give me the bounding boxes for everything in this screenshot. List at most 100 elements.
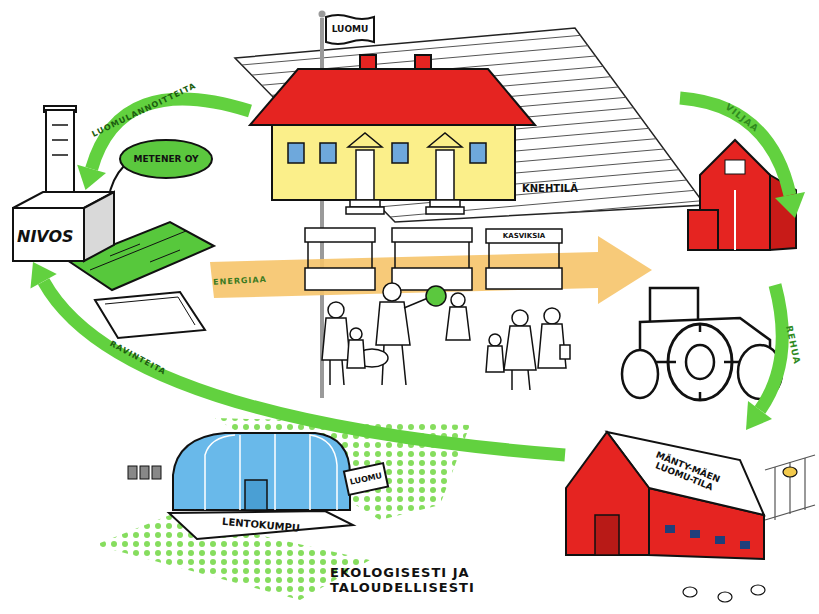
flag: LUOMU — [325, 12, 375, 46]
feed-arrow — [746, 285, 782, 430]
organic-farm-barn-shape — [665, 525, 675, 533]
fence — [774, 467, 775, 520]
people — [486, 346, 504, 372]
people — [451, 293, 465, 307]
people — [322, 283, 570, 390]
feed-arrow — [746, 401, 772, 430]
market-stall-shape — [486, 268, 562, 289]
field — [230, 211, 710, 253]
caption: EKOLOGISESTI JA TALOUDELLISESTI — [330, 566, 520, 596]
farmhouse-shape — [346, 207, 384, 214]
flow-arrow — [77, 99, 250, 190]
node-label: KASVIKSIA — [503, 232, 545, 240]
organic-farm-barn-shape — [740, 541, 750, 549]
pit — [95, 292, 205, 338]
people — [504, 326, 536, 370]
node-label: METENER OY — [134, 154, 199, 164]
chickens — [683, 587, 697, 597]
greenhouse-shape — [239, 435, 241, 510]
barrels — [128, 466, 161, 479]
node-label: LUOMU — [332, 24, 369, 34]
barrels — [128, 466, 137, 479]
sign-shape — [344, 463, 388, 495]
market-stall — [392, 228, 472, 290]
organic-farm-barn-shape — [715, 536, 725, 544]
people — [512, 310, 528, 326]
grain-arrow — [680, 98, 790, 195]
farmhouse-shape — [288, 143, 304, 163]
farmhouse: KNEHTILÄ — [250, 55, 595, 215]
people — [489, 334, 501, 346]
chickens — [751, 585, 765, 595]
farmhouse-shape — [320, 143, 336, 163]
farmhouse-shape — [436, 150, 454, 200]
barrels — [140, 466, 149, 479]
field — [230, 24, 710, 66]
grain-arrow — [775, 192, 805, 218]
node-label: NIVOS — [17, 228, 74, 246]
tractor — [724, 361, 732, 364]
arrow-head — [30, 262, 56, 289]
people — [511, 370, 513, 390]
greenhouse-shape — [169, 511, 353, 539]
greenhouse-shape — [310, 435, 337, 510]
farmhouse-shape — [426, 207, 464, 214]
plant-building: NIVOS — [12, 190, 117, 262]
farmhouse-shape — [470, 143, 486, 163]
fence — [765, 455, 815, 520]
arrow-line — [92, 99, 250, 169]
flow-arrow — [30, 262, 565, 455]
market-stall — [305, 228, 375, 242]
people — [347, 340, 365, 368]
people — [322, 318, 350, 360]
farmhouse-shape — [356, 150, 374, 200]
plant-building-shape — [12, 190, 117, 262]
market-stall — [305, 268, 375, 290]
pit — [105, 297, 195, 325]
people — [402, 345, 406, 385]
greenhouse-shape — [245, 480, 267, 510]
flag-pole — [319, 11, 326, 18]
people — [342, 360, 344, 385]
farmhouse-shape — [350, 200, 380, 207]
people — [404, 298, 428, 308]
market-stall: KASVIKSIA — [485, 228, 563, 290]
chimney — [44, 106, 76, 192]
chimney — [52, 124, 68, 126]
barrels — [152, 466, 161, 479]
company-oval: METENER OY — [118, 138, 214, 180]
chimney — [52, 154, 68, 156]
flow-label: VILJAA — [723, 102, 760, 134]
greenhouse-shape — [173, 433, 350, 510]
fence — [804, 458, 805, 510]
tractor — [686, 345, 714, 379]
people — [560, 345, 570, 359]
tractor — [699, 392, 702, 400]
people — [350, 328, 362, 340]
arrow-line — [44, 281, 565, 455]
chickens — [783, 467, 797, 477]
organic-farm-barn-shape — [566, 432, 649, 555]
field — [235, 28, 705, 222]
chickens — [718, 592, 732, 602]
greenhouse: LENTOKUMPU — [165, 425, 355, 545]
farmhouse-shape — [428, 133, 462, 147]
organic-farm-barn: MÄNTY-MÄEN LUOMU-TILA — [565, 410, 765, 560]
farmhouse-shape — [348, 133, 382, 147]
organic-farm-barn-shape — [595, 515, 619, 555]
plant-building-shape — [13, 208, 84, 261]
farmhouse-shape — [430, 200, 460, 207]
tractor — [699, 324, 702, 332]
chimney — [52, 139, 68, 141]
tractor — [668, 361, 676, 364]
market-stall-shape — [486, 229, 562, 243]
tractor — [622, 350, 658, 398]
plant-building-shape — [84, 192, 114, 261]
grain-barn — [734, 190, 736, 250]
field — [230, 24, 710, 264]
feed-arrow — [760, 285, 782, 410]
people — [544, 308, 560, 324]
people — [446, 307, 470, 340]
arrow-head — [77, 165, 106, 190]
